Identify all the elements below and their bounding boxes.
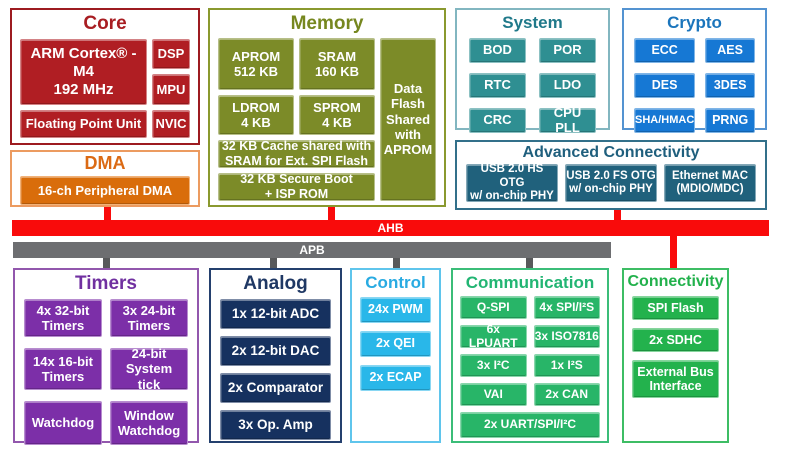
block-comparator: 2x Comparator: [220, 372, 331, 403]
timers-title: Timers: [75, 273, 137, 294]
control-grid: 24x PWM 2x QEI 2x ECAP: [352, 293, 439, 391]
block-aprom: APROM 512 KB: [218, 37, 294, 90]
connector-advconn-ahb: [614, 210, 621, 220]
block-cache: 32 KB Cache shared with SRAM for Ext. SP…: [218, 139, 375, 168]
block-ecap: 2x ECAP: [360, 364, 431, 391]
block-can: 2x CAN: [533, 382, 600, 406]
block-rtc: RTC: [469, 72, 526, 98]
memory-grid: APROM 512 KB SRAM 160 KB Data Flash Shar…: [210, 35, 444, 201]
block-adc: 1x 12-bit ADC: [220, 298, 331, 329]
connector-apb-timers: [103, 258, 110, 270]
block-qei: 2x QEI: [360, 330, 431, 357]
apb-bus-label: APB: [299, 243, 325, 257]
block-arm-cortex-m4: ARM Cortex® -M4 192 MHz: [20, 38, 147, 105]
block-uart-spi-i2c: 2x UART/SPI/I²C: [460, 411, 600, 438]
advanced-connectivity-title: Advanced Connectivity: [522, 144, 700, 161]
ahb-bus-label: AHB: [377, 221, 404, 235]
block-pwm: 24x PWM: [360, 296, 431, 323]
block-usb-hs-otg: USB 2.0 HS OTG w/ on-chip PHY: [466, 163, 558, 203]
memory-title: Memory: [290, 13, 364, 34]
crypto-title: Crypto: [667, 13, 722, 32]
block-i2s: 1x I²S: [533, 353, 600, 377]
block-32bit-timers: 4x 32-bit Timers: [24, 298, 102, 337]
timers-group: Timers 4x 32-bit Timers 3x 24-bit Timers…: [13, 268, 199, 445]
block-aes: AES: [705, 37, 755, 63]
control-title: Control: [365, 273, 426, 292]
apb-bus: APB: [13, 242, 611, 258]
analog-grid: 1x 12-bit ADC 2x 12-bit DAC 2x Comparato…: [211, 295, 340, 440]
connectivity-grid: SPI Flash 2x SDHC External Bus Interface: [624, 291, 727, 399]
analog-group: Analog 1x 12-bit ADC 2x 12-bit DAC 2x Co…: [209, 268, 342, 443]
system-group: System BOD POR RTC LDO CRC CPU PLL: [455, 8, 610, 135]
communication-group: Communication Q-SPI 4x SPI/I²S 6x LPUART…: [451, 268, 609, 443]
system-grid: BOD POR RTC LDO CRC CPU PLL: [457, 33, 608, 135]
system-title: System: [502, 13, 563, 32]
crypto-grid: ECC AES DES 3DES SHA/HMAC PRNG: [624, 33, 765, 133]
block-dsp: DSP: [152, 38, 190, 69]
connector-dma-ahb: [104, 207, 111, 220]
timers-grid: 4x 32-bit Timers 3x 24-bit Timers 14x 16…: [15, 295, 197, 445]
block-ldo: LDO: [539, 72, 596, 98]
connector-memory-ahb: [328, 207, 335, 220]
dma-grid: 16-ch Peripheral DMA: [12, 174, 198, 205]
core-title: Core: [83, 13, 127, 34]
memory-group: Memory APROM 512 KB SRAM 160 KB Data Fla…: [208, 8, 446, 207]
block-systick: 24-bit System tick: [110, 346, 188, 392]
block-vai: VAI: [460, 382, 527, 406]
block-des: DES: [634, 72, 696, 98]
block-lpuart: 6x LPUART: [460, 322, 527, 350]
block-window-watchdog: Window Watchdog: [110, 400, 188, 445]
crypto-group: Crypto ECC AES DES 3DES SHA/HMAC PRNG: [622, 8, 767, 133]
block-secure-boot: 32 KB Secure Boot + ISP ROM: [218, 172, 375, 201]
dma-group: DMA 16-ch Peripheral DMA: [10, 150, 200, 207]
block-nvic: NVIC: [152, 109, 190, 138]
block-mpu: MPU: [152, 73, 190, 105]
block-peripheral-dma: 16-ch Peripheral DMA: [20, 175, 190, 205]
block-data-flash: Data Flash Shared with APROM: [380, 37, 436, 201]
communication-title: Communication: [465, 273, 595, 292]
block-iso7816: 3x ISO7816: [533, 324, 600, 348]
block-por: POR: [539, 37, 596, 63]
block-16bit-timers: 14x 16-bit Timers: [24, 347, 102, 390]
block-ecc: ECC: [634, 37, 696, 63]
block-cpu-pll: CPU PLL: [539, 105, 596, 135]
block-3des: 3DES: [705, 72, 755, 98]
block-prng: PRNG: [705, 107, 755, 133]
block-fpu: Floating Point Unit: [20, 109, 147, 138]
block-ldrom: LDROM 4 KB: [218, 94, 294, 135]
block-crc: CRC: [469, 107, 526, 133]
advanced-connectivity-grid: USB 2.0 HS OTG w/ on-chip PHY USB 2.0 FS…: [457, 162, 765, 203]
connector-apb-analog: [270, 258, 277, 270]
block-bod: BOD: [469, 37, 526, 63]
block-external-bus-interface: External Bus Interface: [632, 360, 719, 399]
core-group: Core ARM Cortex® -M4 192 MHz DSP MPU Flo…: [10, 8, 200, 145]
block-ethernet-mac: Ethernet MAC (MDIO/MDC): [664, 164, 756, 203]
ahb-bus: AHB: [12, 220, 769, 236]
block-spi-i2s: 4x SPI/I²S: [533, 295, 600, 319]
control-group: Control 24x PWM 2x QEI 2x ECAP: [350, 268, 441, 443]
core-grid: ARM Cortex® -M4 192 MHz DSP MPU Floating…: [12, 35, 198, 138]
block-op-amp: 3x Op. Amp: [220, 409, 331, 440]
block-usb-fs-otg: USB 2.0 FS OTG w/ on-chip PHY: [565, 164, 657, 203]
analog-title: Analog: [243, 273, 308, 294]
connectivity-title: Connectivity: [627, 273, 724, 290]
block-dac: 2x 12-bit DAC: [220, 335, 331, 366]
block-spi-flash: SPI Flash: [632, 296, 719, 321]
block-sha-hmac: SHA/HMAC: [634, 107, 696, 133]
connector-ahb-connectivity: [670, 236, 677, 268]
connector-apb-communication: [526, 258, 533, 270]
advanced-connectivity-group: Advanced Connectivity USB 2.0 HS OTG w/ …: [455, 140, 767, 210]
block-sdhc: 2x SDHC: [632, 328, 719, 353]
block-sram: SRAM 160 KB: [299, 37, 375, 90]
block-24bit-timers: 3x 24-bit Timers: [110, 298, 188, 337]
connector-apb-control: [393, 258, 400, 270]
dma-title: DMA: [84, 153, 126, 173]
block-qspi: Q-SPI: [460, 295, 527, 319]
communication-grid: Q-SPI 4x SPI/I²S 6x LPUART 3x ISO7816 3x…: [453, 293, 607, 438]
block-i2c: 3x I²C: [460, 353, 527, 377]
connectivity-group: Connectivity SPI Flash 2x SDHC External …: [622, 268, 729, 443]
block-watchdog: Watchdog: [24, 400, 102, 445]
block-sprom: SPROM 4 KB: [299, 94, 375, 135]
